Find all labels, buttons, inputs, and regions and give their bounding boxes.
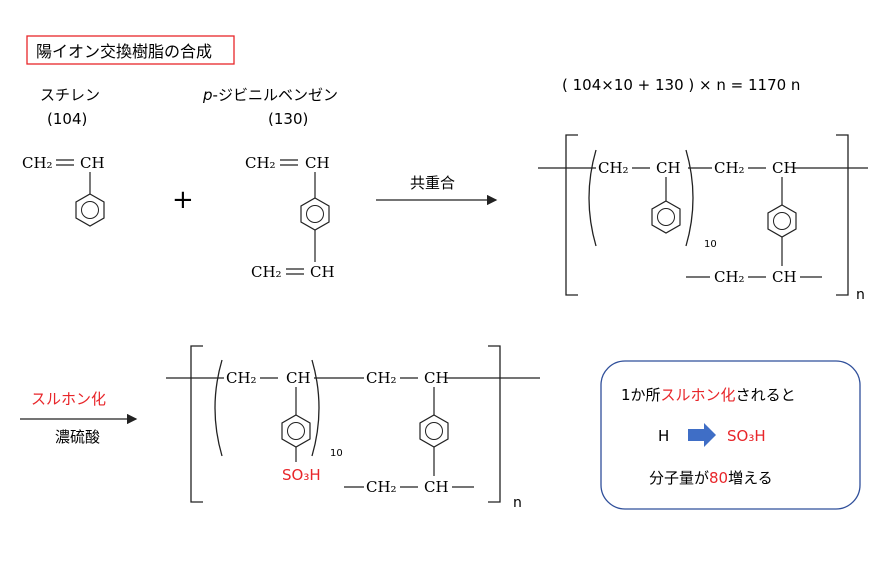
dvb-ch2-top: CH₂: [245, 154, 276, 172]
polymer2-ch2b: CH₂: [366, 369, 397, 387]
polymer1-ch2b: CH₂: [714, 159, 745, 177]
sulfonation-arrow: スルホン化 濃硫酸: [20, 390, 138, 446]
molecular-weight-formula: ( 104×10 + 130 ) × n = 1170 n: [562, 76, 800, 94]
polymer1-n: n: [856, 287, 865, 303]
copolymerization-label: 共重合: [410, 174, 455, 192]
polymer2-chc: CH: [424, 478, 449, 496]
polymer2-repeat-10: 10: [330, 448, 343, 459]
polymer2-ch2c: CH₂: [366, 478, 397, 496]
styrene-name: スチレン: [40, 86, 100, 104]
benzene-ring: [767, 204, 797, 238]
divinylbenzene-structure: p-ジビニルベンゼン (130) CH₂ CH CH₂ CH: [202, 86, 338, 281]
styrene-structure: スチレン (104) CH₂ CH: [22, 86, 105, 227]
dvb-ch-bottom: CH: [310, 263, 335, 281]
benzene-ring: [651, 200, 681, 234]
polymer2-chb: CH: [424, 369, 449, 387]
note-box: 1か所スルホン化されると H SO₃H 分子量が80増える: [600, 360, 861, 510]
dvb-mw: (130): [268, 110, 308, 128]
benzene-ring: [300, 197, 330, 231]
dvb-ch-top: CH: [305, 154, 330, 172]
polymer1-chb: CH: [772, 159, 797, 177]
sulfonation-label: スルホン化: [31, 390, 106, 408]
polymer1-repeat-10: 10: [704, 239, 717, 250]
polymer1-ch2: CH₂: [598, 159, 629, 177]
reagent-label: 濃硫酸: [55, 428, 100, 446]
polymer2-ch2: CH₂: [226, 369, 257, 387]
note-line1: 1か所スルホン化されると: [621, 386, 796, 404]
note-line3: 分子量が80増える: [649, 469, 773, 487]
styrene-ch: CH: [80, 154, 105, 172]
copolymerization-arrow: 共重合: [376, 174, 498, 206]
right-arrow-icon: [688, 423, 716, 447]
benzene-ring: [75, 193, 105, 227]
plus-sign: +: [172, 185, 194, 215]
styrene-mw: (104): [47, 110, 87, 128]
polymer1-ch: CH: [656, 159, 681, 177]
copolymer-structure: CH₂ CH 10 CH₂ CH CH₂ CH n: [538, 134, 868, 303]
polymer1-chc: CH: [772, 268, 797, 286]
polymer2-n: n: [513, 495, 522, 511]
dvb-name: p-ジビニルベンゼン: [202, 86, 338, 104]
title-box: 陽イオン交換樹脂の合成: [26, 35, 235, 65]
sulfonic-acid-group: SO₃H: [282, 466, 321, 484]
sulfonated-polymer-structure: CH₂ CH SO₃H 10 CH₂ CH CH₂ CH n: [166, 345, 540, 511]
benzene-ring: [419, 414, 449, 448]
note-h: H: [658, 427, 669, 445]
dvb-ch2-bottom: CH₂: [251, 263, 282, 281]
note-so3h: SO₃H: [727, 427, 766, 445]
page-title: 陽イオン交換樹脂の合成: [36, 42, 212, 61]
polymer1-ch2c: CH₂: [714, 268, 745, 286]
benzene-ring: [281, 414, 311, 448]
styrene-ch2: CH₂: [22, 154, 53, 172]
polymer2-ch: CH: [286, 369, 311, 387]
